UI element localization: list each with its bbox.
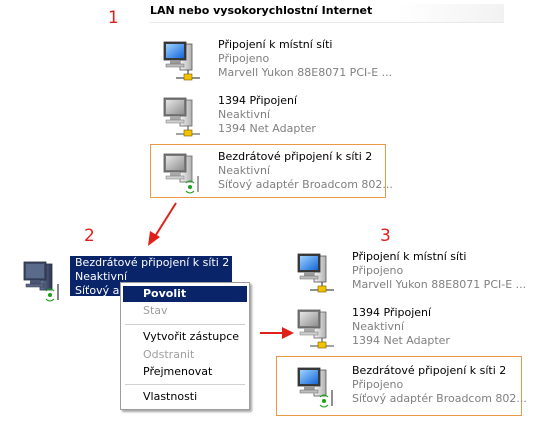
connection-adapter: Síťový ada bbox=[75, 284, 134, 297]
network-connection-icon bbox=[163, 41, 200, 81]
connection-name: Bezdrátové připojení k síti 2 bbox=[218, 150, 373, 163]
connection-status: Neaktivní bbox=[352, 320, 405, 333]
connection-name: Bezdrátové připojení k síti 2 bbox=[352, 364, 507, 377]
connection-item-lan[interactable]: Připojení k místní síti Připojeno Marvel… bbox=[294, 248, 554, 298]
menu-item-odstranit[interactable]: Odstranit bbox=[143, 348, 195, 361]
highlight-box-panel1 bbox=[150, 144, 386, 198]
arrow-to-step-3 bbox=[260, 327, 294, 339]
connection-adapter: Marvell Yukon 88E8071 PCI-E ... bbox=[352, 278, 527, 291]
menu-item-vytvorit-zastupce[interactable]: Vytvořit zástupce bbox=[143, 330, 240, 343]
connection-name: Připojení k místní síti bbox=[352, 250, 467, 263]
menu-item-povolit[interactable]: Povolit bbox=[123, 286, 247, 302]
connection-adapter: Marvell Yukon 88E8071 PCI-E ... bbox=[218, 66, 393, 79]
step-number-1: 1 bbox=[108, 8, 119, 28]
highlight-box-panel3 bbox=[276, 356, 522, 416]
wireless-connection-disabled-icon bbox=[163, 153, 199, 194]
network-connection-disabled-icon bbox=[297, 309, 334, 349]
connection-name: 1394 Připojení bbox=[352, 306, 432, 319]
connection-item-wireless[interactable]: Bezdrátové připojení k síti 2 Neaktivní … bbox=[160, 148, 393, 198]
network-connection-icon bbox=[297, 253, 334, 293]
menu-item-vlastnosti[interactable]: Vlastnosti bbox=[143, 390, 198, 403]
wireless-connection-disabled-icon bbox=[23, 261, 59, 302]
menu-item-stav[interactable]: Stav bbox=[143, 304, 168, 317]
connection-adapter: 1394 Net Adapter bbox=[218, 122, 316, 135]
wireless-connection-icon bbox=[297, 367, 333, 408]
connection-status: Neaktivní bbox=[75, 270, 128, 283]
connection-item-1394[interactable]: 1394 Připojení Neaktivní 1394 Net Adapte… bbox=[160, 92, 500, 142]
connection-name: Bezdrátové připojení k síti 2 bbox=[75, 256, 230, 269]
connection-item-lan[interactable]: Připojení k místní síti Připojeno Marvel… bbox=[160, 36, 500, 86]
menu-separator bbox=[125, 324, 245, 325]
section-header: LAN nebo vysokorychlostní Internet bbox=[150, 4, 504, 23]
menu-item-prejmenovat[interactable]: Přejmenovat bbox=[143, 365, 213, 378]
network-connection-disabled-icon bbox=[163, 97, 200, 137]
connection-item-wireless[interactable]: Bezdrátové připojení k síti 2 Připojeno … bbox=[294, 362, 527, 412]
step-number-2: 2 bbox=[84, 226, 95, 246]
connection-item-1394[interactable]: 1394 Připojení Neaktivní 1394 Net Adapte… bbox=[294, 304, 554, 354]
menu-separator bbox=[125, 384, 245, 385]
connection-adapter: Síťový adaptér Broadcom 802... bbox=[218, 178, 393, 191]
connection-status: Neaktivní bbox=[218, 164, 271, 177]
connection-status: Připojeno bbox=[352, 378, 404, 391]
connection-adapter: 1394 Net Adapter bbox=[352, 334, 450, 347]
connection-name: Připojení k místní síti bbox=[218, 38, 333, 51]
connection-status: Připojeno bbox=[218, 52, 270, 65]
selected-connection-wireless[interactable]: Bezdrátové připojení k síti 2 Neaktivní … bbox=[18, 256, 238, 302]
step-number-3: 3 bbox=[380, 226, 391, 246]
context-menu: Povolit Stav Vytvořit zástupce Odstranit… bbox=[120, 282, 250, 410]
connection-name: 1394 Připojení bbox=[218, 94, 298, 107]
connection-status: Připojeno bbox=[352, 264, 404, 277]
arrow-to-step-2 bbox=[148, 202, 177, 246]
connection-status: Neaktivní bbox=[218, 108, 271, 121]
connection-adapter: Síťový adaptér Broadcom 802... bbox=[352, 392, 527, 405]
